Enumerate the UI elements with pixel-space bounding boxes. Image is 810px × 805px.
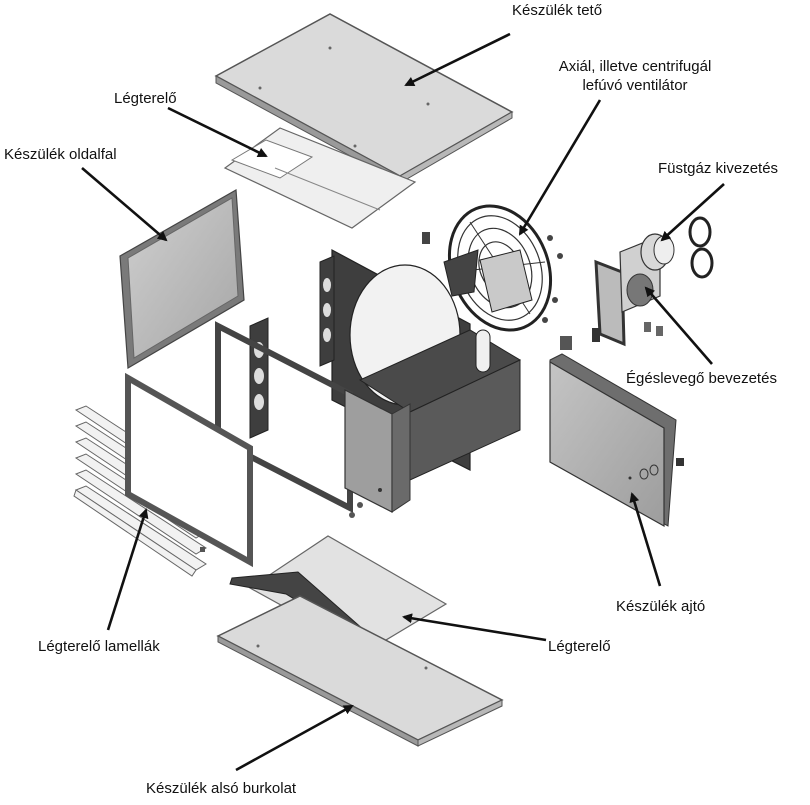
label-deflector-bottom: Légterelő xyxy=(548,638,611,655)
fan-assembly xyxy=(422,204,563,332)
main-body-frame xyxy=(215,248,522,518)
arrow-door xyxy=(629,492,662,587)
arrow-fan xyxy=(518,99,602,236)
arrow-bottom-cover xyxy=(235,704,354,772)
label-side-wall: Készülék oldalfal xyxy=(4,146,117,163)
label-top-cover: Készülék tető xyxy=(512,2,603,19)
louvre-set xyxy=(73,372,253,577)
arrow-top-cover xyxy=(404,32,511,87)
arrow-side-wall xyxy=(81,167,168,242)
label-fan-line1: Axiál, illetve centrifugál xyxy=(558,58,712,75)
label-fan-line2: lefúvó ventilátor xyxy=(582,77,688,94)
label-combustion-air-inlet: Égéslevegő bevezetés xyxy=(626,370,777,387)
flue-connector-assembly xyxy=(560,216,714,350)
door-panel xyxy=(549,353,684,528)
label-flue-outlet: Füstgáz kivezetés xyxy=(658,160,779,177)
arrow-louvres xyxy=(106,508,149,631)
label-louvres: Légterelő lamellák xyxy=(38,638,160,655)
top-cover-panel xyxy=(214,13,514,184)
arrow-deflector-top xyxy=(167,106,268,158)
arrow-deflector-bottom xyxy=(402,613,547,642)
side-wall-panel xyxy=(119,189,245,370)
label-deflector-top: Légterelő xyxy=(114,90,177,107)
arrow-combustion-air xyxy=(644,286,713,365)
callout-arrows xyxy=(81,32,725,772)
arrow-flue-outlet xyxy=(660,183,725,242)
label-door: Készülék ajtó xyxy=(616,598,706,615)
label-bottom-cover: Készülék alsó burkolat xyxy=(146,780,297,797)
